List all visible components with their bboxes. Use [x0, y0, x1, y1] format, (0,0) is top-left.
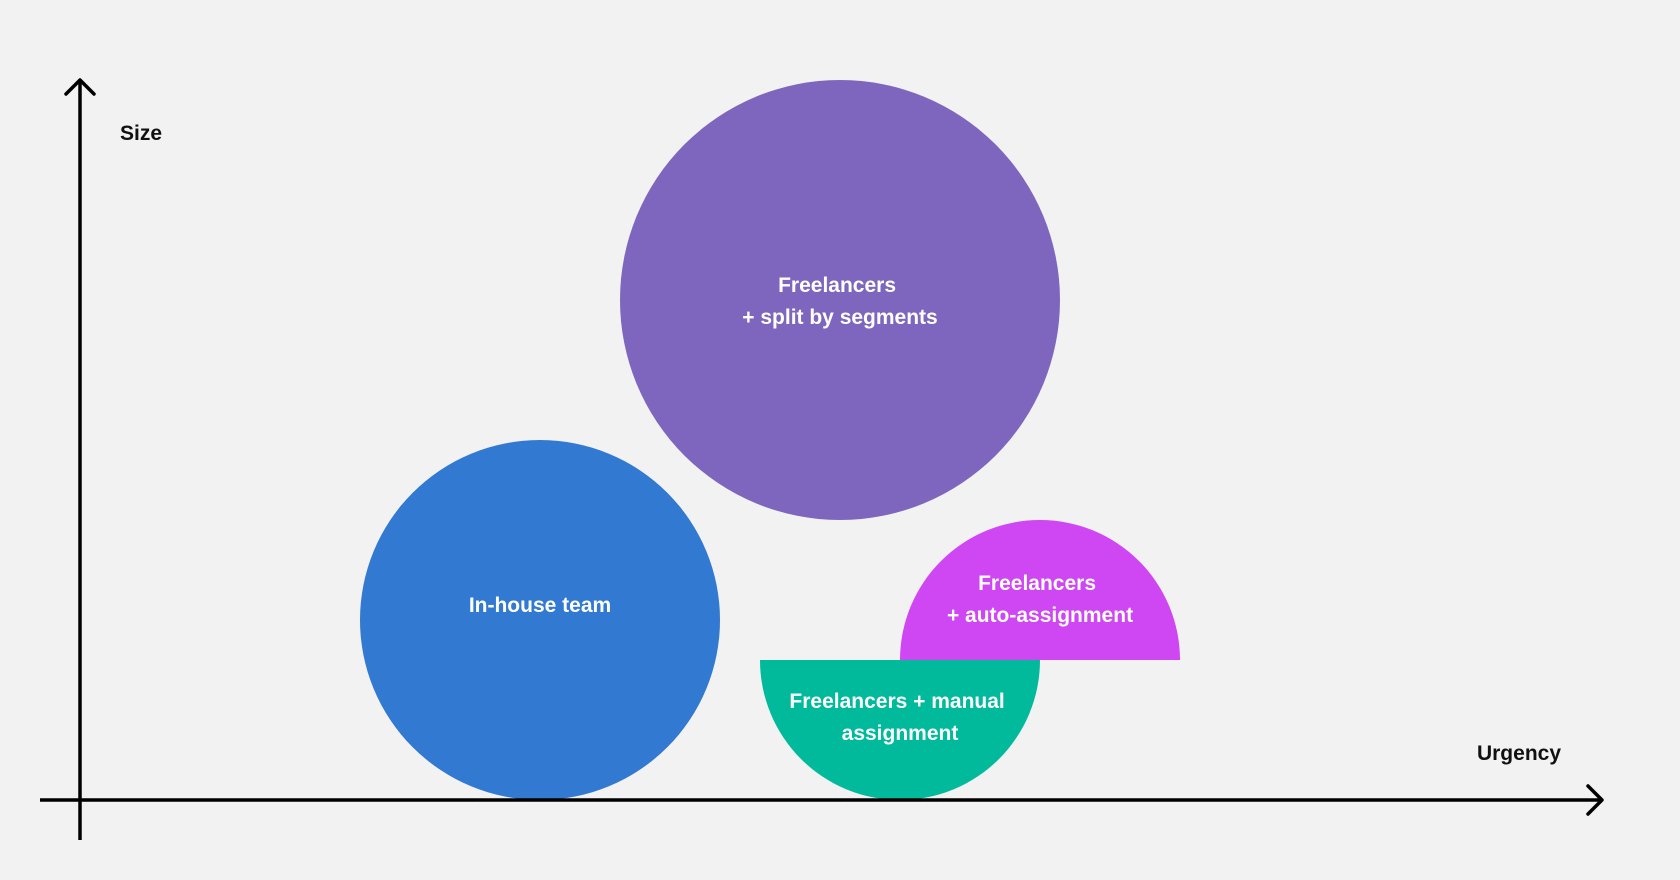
bubble-label-segments-line2: + split by segments	[742, 306, 937, 329]
bubble-freelancers-manual-assignment	[760, 660, 1040, 800]
bubble-label-segments-line1: Freelancers	[778, 274, 896, 297]
bubble-label-manual-line2: assignment	[842, 722, 959, 745]
bubble-label-auto-line2: + auto-assignment	[947, 604, 1133, 627]
bubble-label-segments: Freelancers + split by segments	[742, 274, 937, 329]
bubble-freelancers-segments	[620, 80, 1060, 520]
bubble-label-auto-line1: Freelancers	[978, 572, 1096, 595]
bubble-label-inhouse: In-house team	[469, 594, 611, 617]
bubble-inhouse-team	[360, 440, 720, 800]
bubble-label-auto: Freelancers + auto-assignment	[947, 572, 1133, 627]
x-axis-label: Urgency	[1477, 742, 1561, 765]
bubble-label-manual: Freelancers + manual assignment	[789, 690, 1010, 745]
y-axis-label: Size	[120, 122, 162, 145]
x-axis-arrow-icon	[1586, 784, 1604, 816]
y-axis-arrow-icon	[64, 78, 96, 96]
bubble-freelancers-auto-assignment	[900, 520, 1180, 660]
bubble-label-inhouse-line1: In-house team	[469, 594, 611, 617]
bubble-label-manual-line1: Freelancers + manual	[789, 690, 1004, 713]
